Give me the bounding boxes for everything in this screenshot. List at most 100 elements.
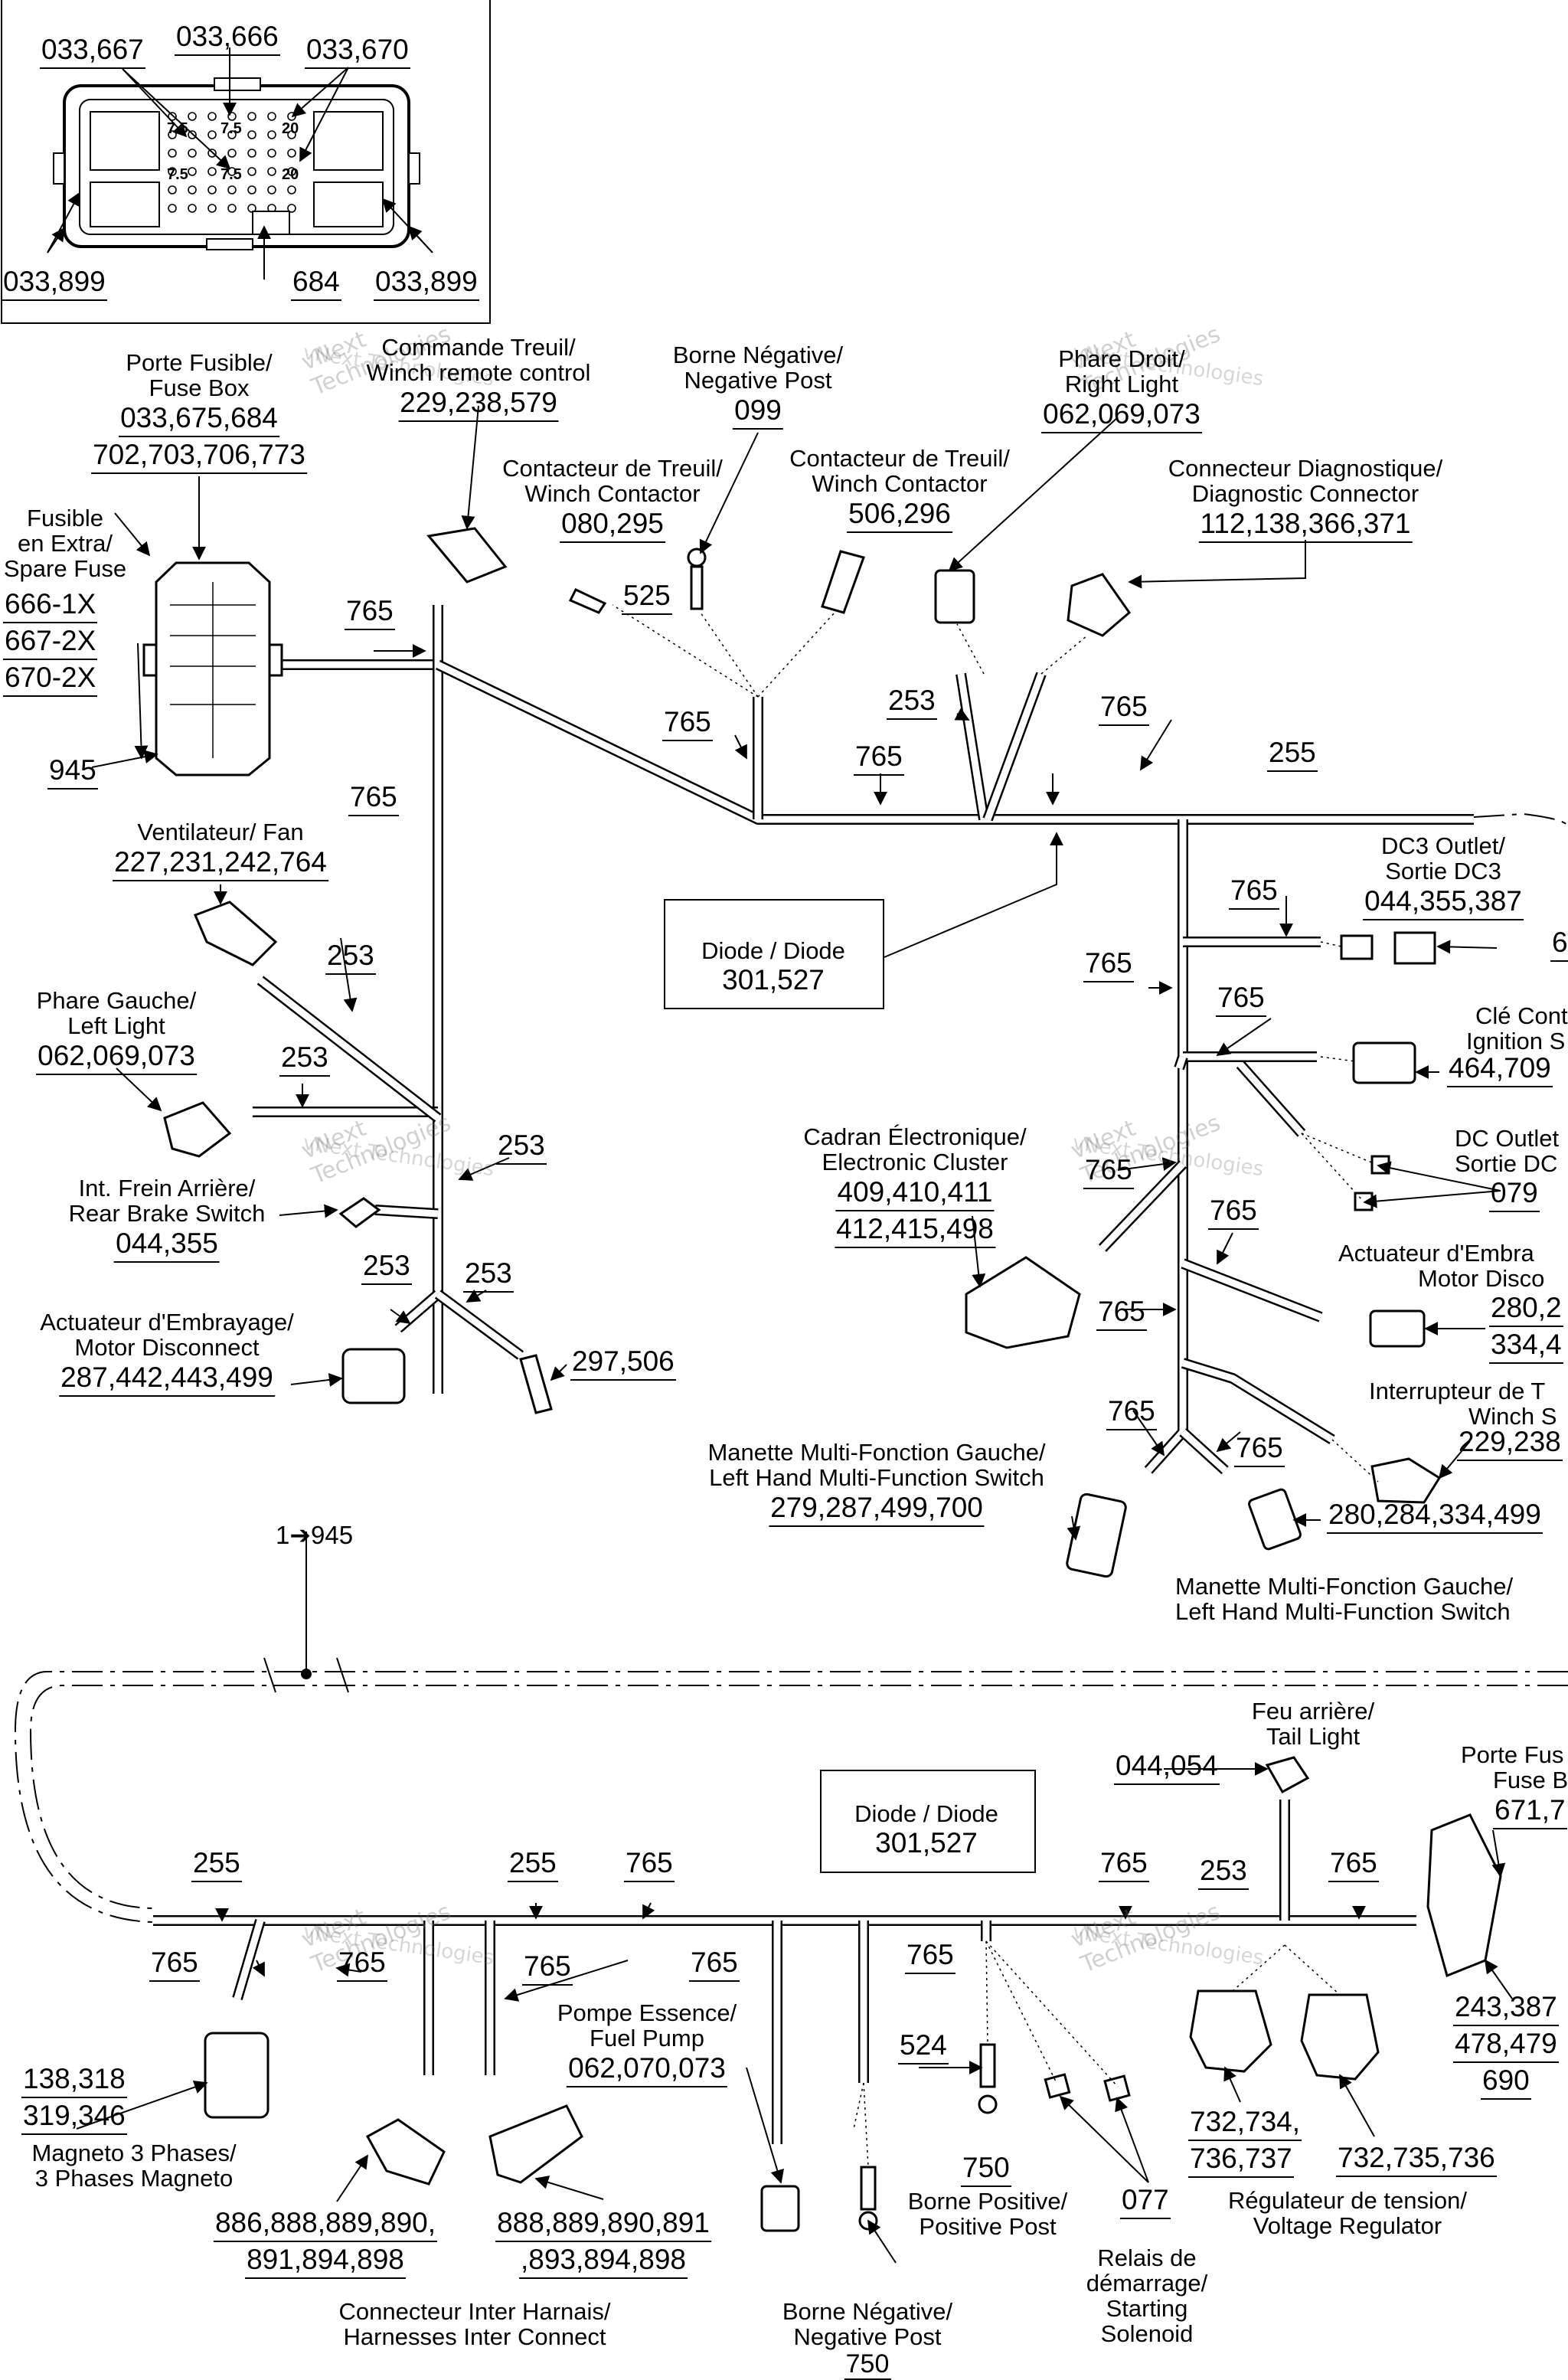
harness-segment	[232, 1919, 266, 2000]
leader-arrow	[1217, 1232, 1233, 1265]
leader-arrow	[1115, 2097, 1149, 2183]
wire-gauge-label: 253	[325, 938, 376, 975]
fuse-slot	[168, 204, 177, 213]
part-number: 750	[961, 2150, 1011, 2187]
wire-gauge-label: 765	[1328, 1845, 1379, 1882]
wire-lead	[1284, 1944, 1341, 1996]
wire-gauge-label: 765	[689, 1945, 740, 1982]
leader-arrow	[1067, 1515, 1081, 1541]
wire-gauge-number: 765	[689, 1945, 740, 1982]
leader-arrow	[972, 1215, 986, 1288]
leader-arrow	[699, 432, 759, 554]
part-number: 886,888,889,890,891,894,898	[213, 2205, 438, 2279]
left-light-label: Phare Gauche/Left Light 062,069,073	[36, 988, 197, 1075]
voltage-regulator-label: Régulateur de tension/Voltage Regulator	[1228, 2187, 1467, 2239]
fuse-slot	[207, 130, 217, 139]
fuse-slot	[188, 130, 197, 139]
fuse-slot	[247, 149, 256, 158]
wire-gauge-number: 765	[149, 1945, 200, 1982]
fuse-slot	[188, 204, 197, 213]
fuse-slot	[207, 204, 217, 213]
wire-lead	[956, 623, 985, 675]
leader-arrow	[1339, 2074, 1375, 2137]
part-number: 077	[1120, 2182, 1171, 2219]
wire-gauge-number: 765	[345, 593, 395, 630]
connectors	[163, 527, 1502, 2232]
wire-gauge-label: 765	[662, 705, 713, 741]
wire-gauge-number: 765	[1208, 1193, 1259, 1230]
wire-gauge-label: 765	[149, 1945, 200, 1982]
wire-gauge-label: 255	[1267, 735, 1318, 772]
wire-gauge-label: 253	[887, 683, 937, 720]
part-number: 229,238	[1457, 1424, 1563, 1461]
part-number: 033,667	[40, 32, 145, 69]
part-number: 297,506	[570, 1344, 676, 1381]
fuse-box-component	[142, 561, 283, 776]
wire-lead	[700, 612, 759, 698]
wire-gauge-label: 765	[854, 739, 904, 776]
part-number: 033,899	[2, 264, 107, 301]
wire-gauge-number: 253	[325, 938, 376, 975]
wire-gauge-label: 253	[361, 1248, 412, 1285]
part-number: 945	[47, 753, 98, 790]
wire-lead	[985, 1940, 1057, 2084]
wire-gauge-label: 765	[905, 1937, 956, 1974]
fuse-slot	[287, 185, 296, 195]
fuse-slot	[247, 167, 256, 176]
fuse-slot	[267, 130, 276, 139]
harness-segment	[1179, 1427, 1229, 1475]
harness-segment	[256, 976, 442, 1123]
leader-arrow	[279, 1204, 338, 1218]
leader-arrow	[1363, 1190, 1501, 1208]
part-number: 033,666	[175, 19, 280, 56]
fuse-slot	[207, 112, 217, 121]
fuse-slot	[227, 149, 237, 158]
leader-arrow	[91, 750, 158, 768]
wire-gauge-number: 765	[662, 705, 713, 741]
negative-post-label: Borne Négative/Negative Post 099	[673, 342, 843, 430]
rear-brake-switch-label: Int. Frein Arrière/Rear Brake Switch 044…	[69, 1175, 265, 1263]
leader-arrow	[336, 2154, 368, 2202]
wire-gauge-number: 765	[522, 1949, 573, 1986]
wire-gauge-label: 255	[508, 1845, 558, 1882]
harness-segment	[1236, 1061, 1306, 1137]
wire-lead	[1320, 941, 1342, 947]
fuse-slot	[207, 149, 217, 158]
leader-arrow	[867, 2219, 897, 2264]
wire-gauge-label: 253	[463, 1256, 514, 1293]
wire-gauge-number: 765	[1328, 1845, 1379, 1882]
leader-arrow	[76, 2080, 208, 2130]
fuse-rating: 7.5	[167, 120, 188, 137]
wire-lead	[1040, 635, 1088, 675]
part-number: 280,284,334,499	[1327, 1497, 1543, 1534]
part-number: 079	[1489, 1175, 1540, 1212]
leader-arrow	[954, 708, 970, 721]
harness-segment	[1181, 1358, 1335, 1444]
leader-arrow	[134, 642, 149, 760]
wire-gauge-label: 765	[522, 1949, 573, 1986]
wire-lead	[1320, 1056, 1356, 1062]
wire-gauge-label: 765	[624, 1845, 675, 1882]
wire-lead	[612, 604, 759, 698]
wire-gauge-number: 765	[1106, 1394, 1157, 1430]
fuse-slot	[287, 167, 296, 176]
leader-arrow	[1223, 2066, 1241, 2103]
harness-loop	[14, 812, 1568, 1923]
leader-arrow	[1216, 1431, 1241, 1453]
harness-segment	[374, 1205, 439, 1219]
wire-gauge-number: 765	[905, 1937, 956, 1974]
positive-post-label: Borne Positive/Positive Post	[907, 2188, 1068, 2240]
wire-gauge-number: 253	[496, 1128, 547, 1165]
right-light-label: Phare Droit/Right Light 062,069,073	[1041, 346, 1202, 433]
part-number: 732,735,736	[1336, 2140, 1497, 2177]
harness-segment	[1181, 1258, 1323, 1322]
leader-arrow	[1377, 1161, 1501, 1192]
wire-lead	[1301, 1133, 1364, 1201]
wire-gauge-number: 765	[348, 780, 399, 816]
